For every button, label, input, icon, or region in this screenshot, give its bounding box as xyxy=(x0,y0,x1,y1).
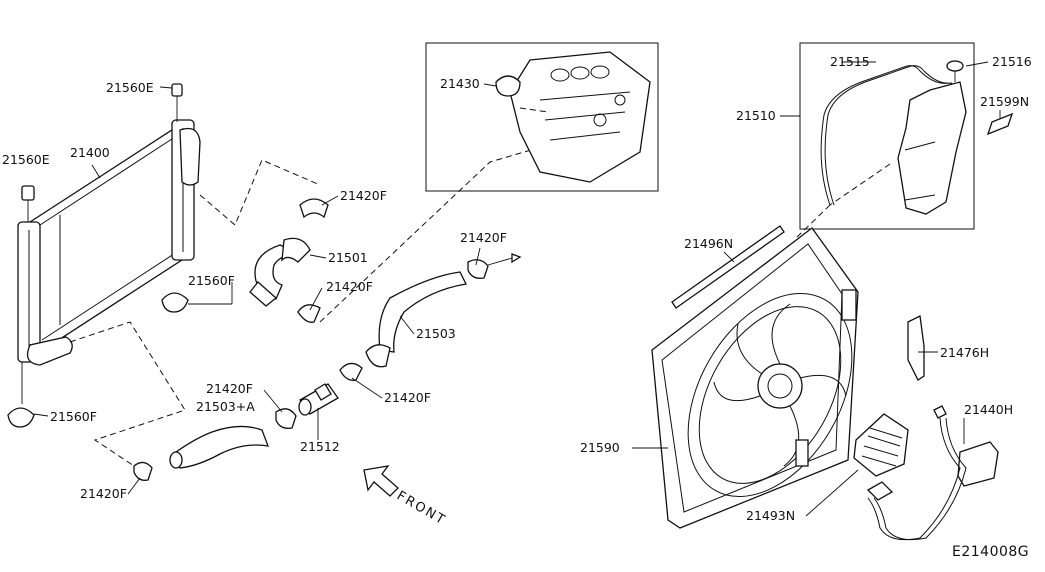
radiator-21400 xyxy=(7,83,201,428)
clip-21420F-e xyxy=(275,408,297,429)
label-21512: 21512 xyxy=(300,439,340,454)
clip-21420F-f xyxy=(133,461,153,481)
label-21503: 21503 xyxy=(416,326,456,341)
engine-block xyxy=(495,51,651,183)
label-21493N: 21493N xyxy=(746,508,795,523)
label-21430: 21430 xyxy=(440,76,480,91)
label-21420F-e: 21420F xyxy=(206,381,253,396)
fan-shroud-21590 xyxy=(651,227,859,529)
seal-strip-21496N xyxy=(671,225,785,309)
clip-21420F-d xyxy=(339,362,363,381)
overflow-hose-21515 xyxy=(820,65,949,206)
label-21516: 21516 xyxy=(992,54,1032,69)
front-label: FRONT xyxy=(394,488,449,528)
label-21503A: 21503+A xyxy=(196,399,255,414)
label-21560E-left: 21560E xyxy=(2,152,50,167)
figure-reference: E214008G xyxy=(952,544,1029,560)
label-21515: 21515 xyxy=(830,54,870,69)
label-tag-21599N xyxy=(986,112,1014,136)
label-21420F-f: 21420F xyxy=(80,486,127,501)
label-21501: 21501 xyxy=(328,250,368,265)
label-21420F-c: 21420F xyxy=(460,230,507,245)
label-21560F-bot: 21560F xyxy=(50,409,97,424)
resistor-21493N xyxy=(853,413,909,477)
label-21400: 21400 xyxy=(70,145,110,160)
label-21560E-top: 21560E xyxy=(106,80,154,95)
label-21420F-a: 21420F xyxy=(340,188,387,203)
label-21510: 21510 xyxy=(736,108,776,123)
harness-21440H xyxy=(866,405,999,541)
label-21560F-mid: 21560F xyxy=(188,273,235,288)
hose-21503A xyxy=(169,425,270,469)
label-21420F-b: 21420F xyxy=(326,279,373,294)
label-21440H: 21440H xyxy=(964,402,1013,417)
pipe-21512 xyxy=(298,383,339,416)
label-21476H: 21476H xyxy=(940,345,989,360)
label-21496N: 21496N xyxy=(684,236,733,251)
clip-21420F-a xyxy=(299,198,329,219)
hose-21501 xyxy=(249,237,311,307)
clip-21420F-c xyxy=(467,259,489,279)
label-21590: 21590 xyxy=(580,440,620,455)
engine-inset-box xyxy=(425,42,659,192)
front-arrow: FRONT xyxy=(363,465,449,529)
bracket-21476H xyxy=(907,315,925,381)
reservoir-inset-box xyxy=(799,42,975,230)
leader-lines xyxy=(33,61,1001,517)
clip-21420F-b xyxy=(297,304,321,323)
reservoir-tank xyxy=(897,60,967,215)
label-21599N: 21599N xyxy=(980,94,1029,109)
hose-21503 xyxy=(365,271,467,368)
label-21420F-d: 21420F xyxy=(384,390,431,405)
